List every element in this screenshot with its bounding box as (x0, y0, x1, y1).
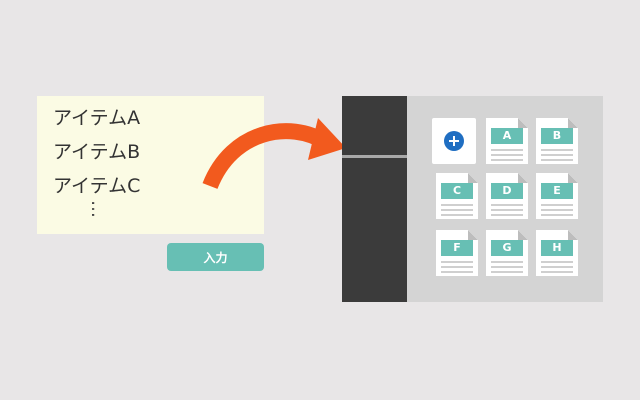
list-item: アイテムB (53, 141, 141, 163)
text-lines-icon (441, 204, 473, 219)
page-fold-icon (568, 173, 578, 183)
page-fold-icon (468, 173, 478, 183)
document-card[interactable]: F (436, 230, 478, 276)
page-fold-icon (568, 118, 578, 128)
text-lines-icon (441, 261, 473, 276)
add-document-button[interactable] (432, 118, 476, 164)
page-fold-icon (518, 230, 528, 240)
document-label: F (441, 240, 473, 256)
document-label: D (491, 183, 523, 199)
plus-circle-icon (444, 131, 464, 151)
document-label: C (441, 183, 473, 199)
document-label: G (491, 240, 523, 256)
page-fold-icon (568, 230, 578, 240)
list-item: アイテムC (53, 175, 141, 197)
text-lines-icon (541, 149, 573, 164)
document-label: E (541, 183, 573, 199)
more-ellipsis: … (87, 200, 108, 218)
page-fold-icon (468, 230, 478, 240)
document-card[interactable]: G (486, 230, 528, 276)
document-label: H (541, 240, 573, 256)
input-button[interactable]: 入力 (167, 243, 264, 271)
page-fold-icon (518, 173, 528, 183)
curved-arrow-icon (202, 118, 346, 190)
dark-sidebar-panel (342, 96, 407, 302)
page-fold-icon (518, 118, 528, 128)
document-label: B (541, 128, 573, 144)
document-card[interactable]: B (536, 118, 578, 164)
document-card[interactable]: C (436, 173, 478, 219)
text-lines-icon (491, 149, 523, 164)
text-lines-icon (541, 204, 573, 219)
document-card[interactable]: H (536, 230, 578, 276)
document-label: A (491, 128, 523, 144)
text-lines-icon (491, 204, 523, 219)
text-lines-icon (491, 261, 523, 276)
list-item: アイテムA (53, 107, 141, 129)
document-card[interactable]: A (486, 118, 528, 164)
panel-divider (342, 155, 407, 158)
document-card[interactable]: D (486, 173, 528, 219)
document-card[interactable]: E (536, 173, 578, 219)
text-lines-icon (541, 261, 573, 276)
